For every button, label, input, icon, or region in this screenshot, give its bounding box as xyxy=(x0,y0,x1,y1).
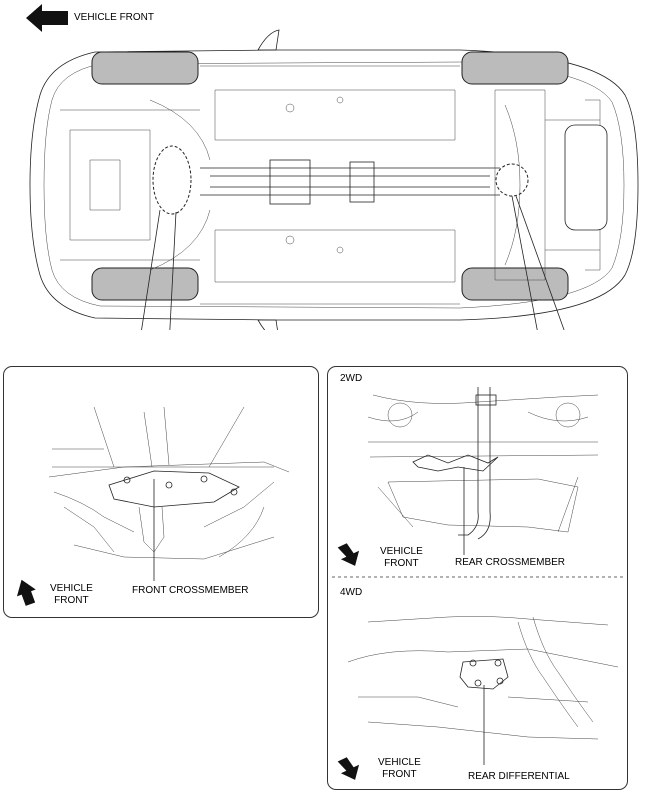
rear-2wd-direction-arrow-icon xyxy=(337,543,360,566)
rear-crossmember-detail-drawing xyxy=(332,387,625,780)
rear-2wd-vehicle-front-label: VEHICLE FRONT xyxy=(380,546,423,569)
front-panel-direction-arrow-icon xyxy=(16,579,36,606)
rear-differential-label: REAR DIFFERENTIAL xyxy=(468,771,570,782)
front-left-wheel xyxy=(91,51,199,85)
rear-right-wheel xyxy=(461,267,569,301)
rear-4wd-vehicle-front-label: VEHICLE FRONT xyxy=(378,757,421,780)
rear-4wd-direction-arrow-icon xyxy=(337,757,360,780)
front-crossmember-detail-drawing xyxy=(16,406,290,606)
front-crossmember-panel: VEHICLE FRONT FRONT CROSSMEMBER xyxy=(3,366,319,618)
rear-crossmember-label: REAR CROSSMEMBER xyxy=(455,557,566,568)
front-right-wheel xyxy=(91,267,199,301)
rear-left-wheel xyxy=(461,51,569,85)
front-panel-vehicle-front-label: VEHICLE FRONT xyxy=(50,583,93,606)
vehicle-underbody-diagram xyxy=(29,29,639,330)
rear-2wd-variant-label: 2WD xyxy=(340,373,363,384)
front-crossmember-label: FRONT CROSSMEMBER xyxy=(132,585,249,596)
header-vehicle-front-label: VEHICLE FRONT xyxy=(74,12,155,23)
rear-panels-container: 2WD VEHICLE FRONT REAR CROSSMEMBER 4WD V… xyxy=(327,366,628,790)
rear-4wd-variant-label: 4WD xyxy=(340,587,363,598)
